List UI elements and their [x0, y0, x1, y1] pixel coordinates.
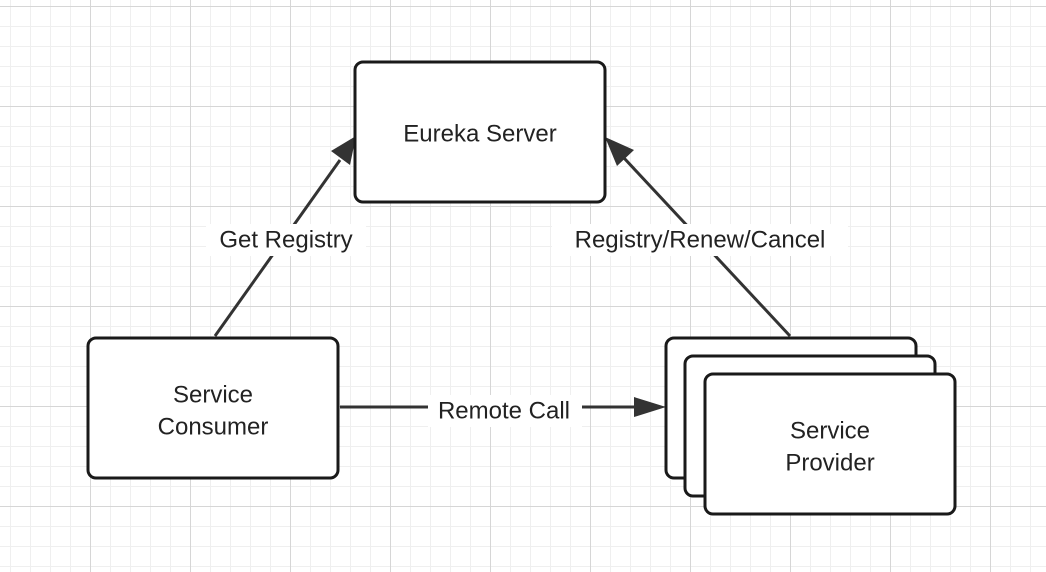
edge-label-get-registry: Get Registry	[219, 227, 352, 254]
arrowhead-registry-renew-cancel	[605, 137, 634, 166]
edge-label-bg-remote-call	[428, 395, 582, 427]
edge-label-remote-call: Remote Call	[438, 398, 570, 425]
eureka-server-label: Eureka Server	[403, 121, 556, 148]
service-provider-label-line1: Service	[790, 418, 870, 445]
service-provider-node[interactable]	[703, 372, 957, 516]
edge-label-bg-registry-renew-cancel	[552, 224, 848, 256]
service-consumer-label-line2: Consumer	[158, 414, 269, 441]
service-consumer-node[interactable]	[86, 336, 340, 480]
edge-label-bg-get-registry	[206, 224, 366, 256]
arrowhead-remote-call	[634, 397, 666, 417]
service-consumer-label-line1: Service	[173, 382, 253, 409]
eureka-server-node[interactable]	[353, 60, 607, 204]
edge-label-registry-renew-cancel: Registry/Renew/Cancel	[575, 227, 826, 254]
service-provider-label-line2: Provider	[785, 450, 874, 477]
arrowhead-get-registry	[331, 136, 356, 165]
